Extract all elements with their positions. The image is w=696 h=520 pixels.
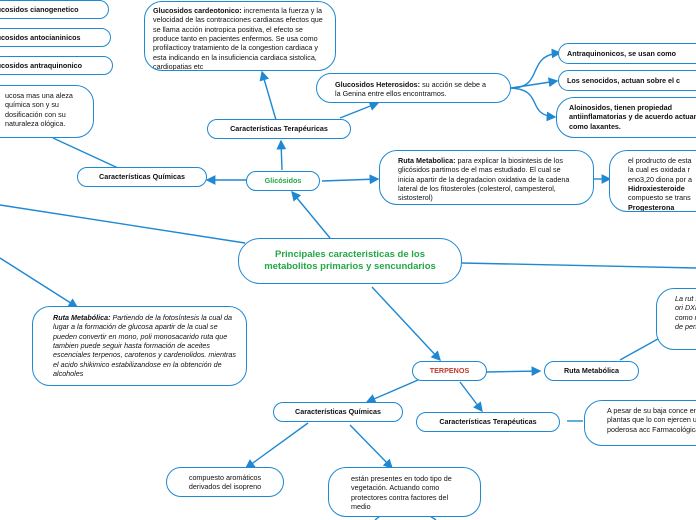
terp-ruta-desc-text: La rut se ori DXP c como no de pensa	[675, 294, 696, 332]
glic-terapeuticas-label: Características Terapéuricas	[230, 124, 328, 134]
presentes-text: están presentes en todo tipo de vegetaci…	[351, 474, 452, 512]
senocidos-node[interactable]: Los senocidos, actuan sobre el c	[558, 70, 696, 91]
primarios-ruta-text: Partiendo de la fotosíntesis la cual da …	[53, 313, 236, 379]
glic-ruta-title: Ruta Metabolica:	[398, 156, 456, 165]
glicosidos-label: Glicósidos	[264, 176, 302, 186]
line-quim-presentes	[349, 424, 393, 470]
glic-quimicas-node[interactable]: Características Químicas	[77, 167, 207, 187]
cardeotonico-title: Glucosidos cardeotonico:	[153, 6, 242, 15]
aromaticos-text: compuesto aromáticos derivados del isopr…	[188, 473, 262, 492]
terp-terap-desc-text: A pesar de su baja conce en las plantas …	[607, 406, 696, 434]
glicosidos-node[interactable]: Glicósidos	[246, 171, 320, 191]
progesterona-node[interactable]: el prodructo de esta la cual es oxidada …	[609, 150, 696, 212]
heterosidos-node[interactable]: Glucosidos Heterosidos: su acción se deb…	[316, 73, 511, 103]
line-hetero-antraq	[510, 48, 562, 89]
terp-terap-desc-node[interactable]: A pesar de su baja conce en las plantas …	[584, 400, 696, 446]
terp-quimicas-node[interactable]: Características Químicas	[273, 402, 403, 422]
line-quim-aromaticos	[244, 422, 309, 469]
central-topic-node[interactable]: Principales caracteristicas de los metab…	[238, 238, 462, 284]
line-glic-terap	[276, 139, 287, 171]
prog-line4: compuesto se trans	[628, 193, 691, 203]
aloinosidos-text: Aloinosidos, tienen propiedad antiinflam…	[569, 103, 696, 131]
prog-bold2: Progesterona	[628, 202, 675, 212]
glucosidos-antocianinicos-node[interactable]: Glucosidos antocianinicos	[0, 28, 111, 47]
line-glic-ruta	[321, 174, 380, 185]
glic-ruta-node[interactable]: Ruta Metabolica: para explicar la biosin…	[379, 150, 594, 205]
terp-ruta-label: Ruta Metabólica	[563, 366, 620, 376]
terp-terapeuticas-node[interactable]: Características Terapéuticas	[416, 412, 560, 432]
quimicas-desc-text: ucosa mas una aleza química son y su dos…	[5, 91, 73, 129]
line-hetero-senocidos	[510, 77, 559, 89]
prog-line3: eno3,20 diona por a	[628, 174, 692, 184]
antraquinonicos-node[interactable]: Antraquinonicos, se usan como	[558, 43, 696, 64]
central-topic-label: Principales caracteristicas de los metab…	[264, 249, 436, 272]
primarios-ruta-node[interactable]: Ruta Metabólica: Partiendo de la fotosín…	[32, 306, 247, 386]
aromaticos-node[interactable]: compuesto aromáticos derivados del isopr…	[166, 467, 284, 497]
prog-line2: la cual es oxidada r	[628, 165, 690, 175]
heterosidos-text: su acción se debe a la Genina entre ello…	[335, 80, 487, 99]
prog-line1: el prodructo de esta	[628, 156, 692, 165]
antraquinonicos-label: Antraquinonicos, se usan como	[567, 48, 677, 58]
glucosidos-antraquinonico-label: Glucosidos antraquinonico	[0, 60, 83, 70]
quimicas-desc-node[interactable]: ucosa mas una aleza química son y su dos…	[0, 85, 94, 138]
aloinosidos-node[interactable]: Aloinosidos, tienen propiedad antiinflam…	[556, 97, 696, 138]
terp-ruta-node[interactable]: Ruta Metabólica	[544, 361, 639, 381]
line-central-glicosidos	[291, 190, 331, 239]
terpenos-label: TERPENOS	[429, 366, 470, 376]
glucosidos-antraquinonico-node[interactable]: Glucosidos antraquinonico	[0, 56, 113, 75]
line-central-right	[461, 262, 696, 269]
heterosidos-title: Glucosidos Heterosidos:	[335, 80, 421, 89]
cardeotonico-node[interactable]: Glucosidos cardeotonico: incrementa la f…	[144, 1, 336, 71]
glucosidos-cianogenetico-label: Glucosidos cianogenetico	[0, 4, 79, 14]
terp-terapeuticas-label: Características Terapéuticas	[439, 417, 537, 427]
glic-quimicas-label: Características Químicas	[99, 172, 185, 182]
line-terap-hetero	[339, 101, 380, 119]
prog-bold1: Hidroxiesteroide	[628, 184, 685, 194]
glic-ruta-text: para explicar la biosintesis de los glic…	[398, 156, 570, 203]
line-hetero-aloin	[510, 87, 557, 122]
line-terp-quimicas	[365, 379, 419, 404]
glic-terapeuticas-node[interactable]: Características Terapéuricas	[207, 119, 351, 139]
line-ruta-primarios	[0, 257, 79, 308]
line-terap-cardeo	[259, 70, 277, 121]
cardeotonico-text: incrementa la fuerza y la velocidad de l…	[153, 6, 323, 71]
line-terp-terap	[459, 381, 483, 413]
glucosidos-cianogenetico-node[interactable]: Glucosidos cianogenetico	[0, 0, 109, 19]
senocidos-label: Los senocidos, actuan sobre el c	[567, 75, 681, 85]
line-central-left	[0, 204, 246, 244]
line-quimicas-desc	[52, 137, 119, 169]
glucosidos-antocianinicos-label: Glucosidos antocianinicos	[0, 32, 81, 42]
terpenos-node[interactable]: TERPENOS	[412, 361, 487, 381]
line-terp-ruta	[485, 366, 542, 377]
presentes-node[interactable]: están presentes en todo tipo de vegetaci…	[328, 467, 481, 517]
primarios-ruta-title: Ruta Metabólica:	[53, 313, 111, 322]
terp-quimicas-label: Características Químicas	[295, 407, 381, 417]
terp-ruta-desc-node[interactable]: La rut se ori DXP c como no de pensa	[656, 288, 696, 350]
line-central-terpenos	[371, 286, 441, 362]
